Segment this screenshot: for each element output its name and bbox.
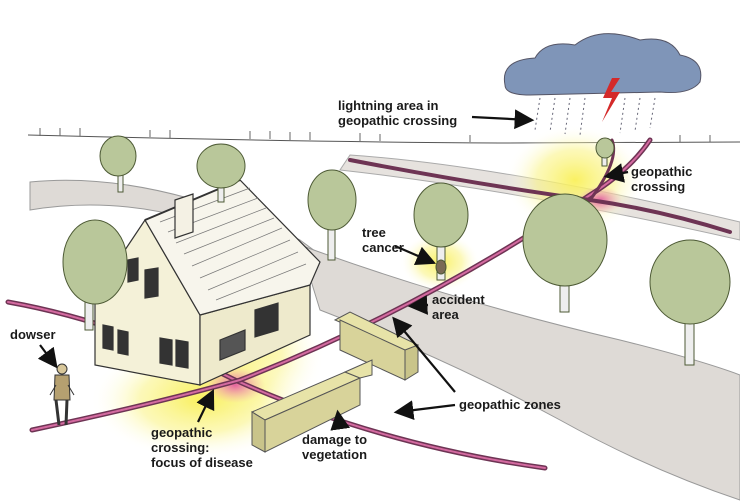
label-geopathic-crossing-disease: geopathic crossing: focus of disease bbox=[151, 425, 253, 470]
label-tree-cancer: tree cancer bbox=[362, 225, 404, 255]
storm-cloud bbox=[503, 33, 702, 136]
callout-arrows bbox=[37, 109, 629, 431]
tree-far-1 bbox=[99, 135, 137, 193]
arrow-zones-2 bbox=[393, 400, 456, 420]
tree-far-2 bbox=[196, 143, 246, 203]
arrow-disease bbox=[196, 389, 215, 423]
label-geopathic-crossing-top: geopathic crossing bbox=[631, 164, 693, 194]
tree-right bbox=[649, 239, 731, 366]
arrow-dowser bbox=[37, 344, 58, 369]
label-dowser: dowser bbox=[10, 327, 56, 342]
arrow-tree-cancer bbox=[394, 244, 437, 265]
arrow-lightning bbox=[471, 109, 535, 130]
stone-wall bbox=[250, 311, 419, 453]
label-accident-area: accident area bbox=[432, 292, 485, 322]
label-damage-vegetation: damage to vegetation bbox=[302, 432, 368, 462]
dowser-figure bbox=[49, 363, 75, 426]
arrow-crossing-top bbox=[603, 163, 629, 183]
label-geopathic-zones: geopathic zones bbox=[459, 397, 561, 412]
tree-left bbox=[62, 219, 128, 331]
arrow-vegetation bbox=[330, 409, 350, 431]
tree-right-mid bbox=[522, 193, 608, 313]
arrow-zones-1 bbox=[392, 316, 456, 393]
trees bbox=[62, 135, 731, 366]
tree-right-far bbox=[595, 137, 615, 167]
lightning-bolt-icon bbox=[602, 78, 620, 122]
tree-mid bbox=[307, 169, 357, 261]
arrow-accident bbox=[407, 295, 429, 315]
tree-cancer bbox=[413, 182, 469, 281]
label-lightning-area: lightning area in geopathic crossing bbox=[338, 98, 458, 128]
horizon bbox=[27, 128, 740, 144]
